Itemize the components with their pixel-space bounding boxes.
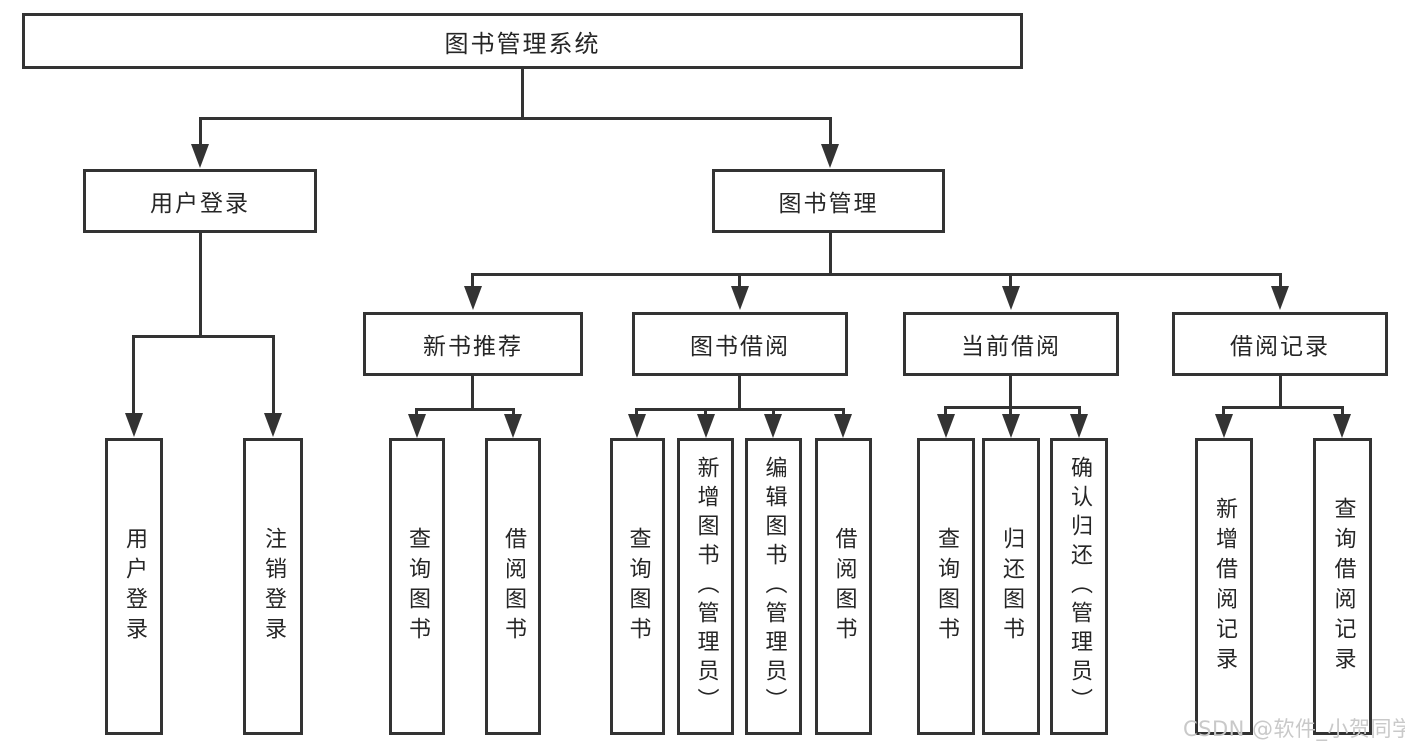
connector-drop: [635, 408, 638, 414]
connector-stem-current-borrowing: [1009, 376, 1012, 406]
connector-cross-root: [199, 117, 832, 120]
leaf-user-login: 用户登录: [105, 438, 163, 735]
leaf-edit-books-admin: 编辑图书（管理员）: [745, 438, 802, 735]
connector-cross-current-borrowing: [944, 406, 1081, 409]
leaf-label: 用户登录: [122, 526, 147, 647]
leaf-label: 借阅图书: [501, 526, 526, 647]
connector-stem-root: [521, 69, 524, 117]
node-user-login: 用户登录: [83, 169, 317, 233]
arrowhead-down-icon: [191, 144, 209, 168]
leaf-query-books-2: 查询图书: [610, 438, 665, 735]
leaf-label: 查询图书: [405, 526, 430, 647]
arrowhead-down-icon: [464, 286, 482, 310]
connector-drop: [1222, 406, 1225, 414]
leaf-label: 新增借阅记录: [1212, 496, 1237, 677]
node-new-book-recommend: 新书推荐: [363, 312, 583, 376]
arrowhead-down-icon: [504, 414, 522, 438]
leaf-label: 查询图书: [934, 526, 959, 647]
connector-drop: [1279, 273, 1282, 286]
csdn-watermark: CSDN @软件_小贺同学: [1183, 717, 1405, 741]
connector-drop: [199, 117, 202, 144]
leaf-add-books-admin: 新增图书（管理员）: [677, 438, 734, 735]
connector-drop: [1078, 406, 1081, 414]
arrowhead-down-icon: [1002, 286, 1020, 310]
connector-drop: [1009, 406, 1012, 414]
node-current-borrowing: 当前借阅: [903, 312, 1119, 376]
connector-drop: [272, 335, 275, 413]
leaf-borrow-books-1: 借阅图书: [485, 438, 541, 735]
connector-drop: [415, 408, 418, 414]
arrowhead-down-icon: [628, 414, 646, 438]
leaf-add-borrow-record: 新增借阅记录: [1195, 438, 1253, 735]
node-label: 图书借阅: [690, 334, 790, 360]
connector-drop: [772, 408, 775, 414]
connector-stem-borrowing-records: [1279, 376, 1282, 406]
connector-cross-book-borrowing: [635, 408, 845, 411]
arrowhead-down-icon: [764, 414, 782, 438]
arrowhead-down-icon: [1271, 286, 1289, 310]
leaf-borrow-books-2: 借阅图书: [815, 438, 872, 735]
leaf-confirm-return-admin: 确认归还（管理员）: [1050, 438, 1108, 735]
arrowhead-down-icon: [937, 414, 955, 438]
connector-cross-user-login: [132, 335, 275, 338]
arrowhead-down-icon: [834, 414, 852, 438]
leaf-label: 归还图书: [999, 526, 1024, 647]
connector-drop: [829, 117, 832, 144]
connector-cross-new-book-recommend: [415, 408, 515, 411]
arrowhead-down-icon: [821, 144, 839, 168]
leaf-label: 查询图书: [625, 526, 651, 647]
connector-stem-user-login: [199, 233, 202, 335]
leaf-label: 查询借阅记录: [1330, 496, 1356, 677]
arrowhead-down-icon: [408, 414, 426, 438]
connector-drop: [944, 406, 947, 414]
leaf-label: 确认归还（管理员）: [1067, 456, 1092, 717]
leaf-label: 新增图书（管理员）: [693, 456, 719, 717]
arrowhead-down-icon: [1215, 414, 1233, 438]
leaf-label: 借阅图书: [831, 526, 857, 647]
leaf-query-books-3: 查询图书: [917, 438, 975, 735]
node-borrowing-records: 借阅记录: [1172, 312, 1388, 376]
node-root-label: 图书管理系统: [444, 29, 601, 58]
node-label: 新书推荐: [423, 334, 523, 360]
connector-drop: [738, 273, 741, 286]
arrowhead-down-icon: [1333, 414, 1351, 438]
leaf-logout: 注销登录: [243, 438, 303, 735]
connector-drop: [842, 408, 845, 414]
connector-drop: [471, 273, 474, 286]
connector-cross-book-management: [471, 273, 1282, 276]
leaf-return-books: 归还图书: [982, 438, 1040, 735]
arrowhead-down-icon: [697, 414, 715, 438]
arrowhead-down-icon: [731, 286, 749, 310]
node-label: 当前借阅: [961, 334, 1061, 360]
leaf-label: 注销登录: [261, 526, 286, 647]
connector-stem-new-book-recommend: [471, 376, 474, 408]
leaf-label: 编辑图书（管理员）: [761, 456, 787, 717]
connector-drop: [1009, 273, 1012, 286]
arrowhead-down-icon: [1070, 414, 1088, 438]
connector-drop: [1341, 406, 1344, 414]
node-label: 图书管理: [778, 191, 879, 217]
connector-drop: [132, 335, 135, 413]
connector-drop: [704, 408, 707, 414]
node-book-management: 图书管理: [712, 169, 945, 233]
node-book-borrowing: 图书借阅: [632, 312, 848, 376]
leaf-query-borrow-record: 查询借阅记录: [1313, 438, 1372, 735]
leaf-query-books-1: 查询图书: [389, 438, 445, 735]
node-label: 借阅记录: [1230, 334, 1330, 360]
arrowhead-down-icon: [264, 413, 282, 437]
connector-stem-book-borrowing: [738, 376, 741, 408]
connector-stem-book-management: [829, 233, 832, 273]
arrowhead-down-icon: [125, 413, 143, 437]
connector-cross-borrowing-records: [1222, 406, 1343, 409]
node-root: 图书管理系统: [22, 13, 1023, 69]
connector-drop: [512, 408, 515, 414]
node-label: 用户登录: [150, 191, 250, 217]
arrowhead-down-icon: [1002, 414, 1020, 438]
